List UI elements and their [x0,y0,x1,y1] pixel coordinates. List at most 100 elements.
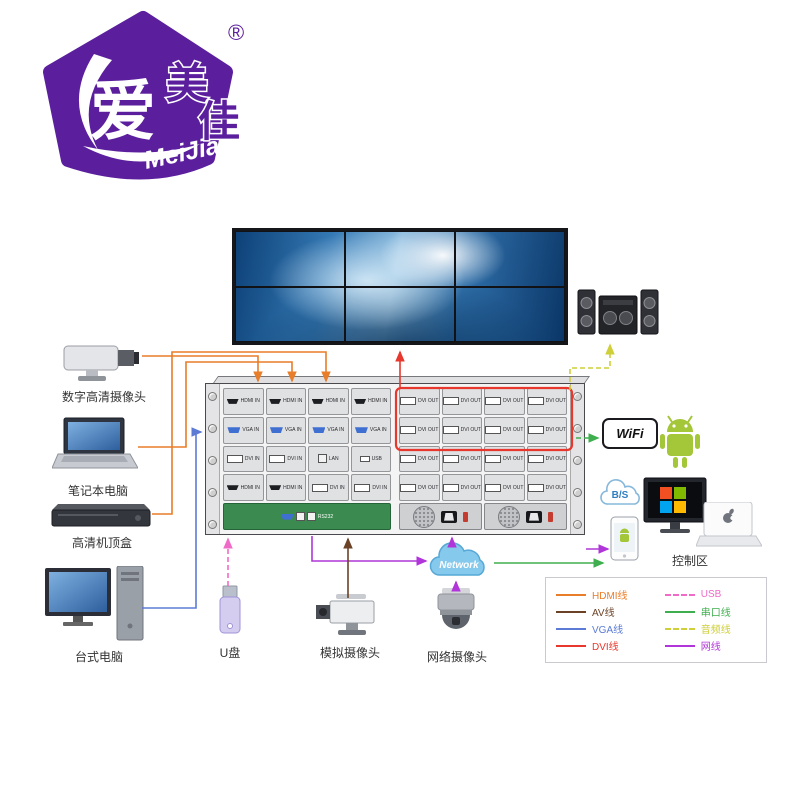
registered-mark: ® [228,20,244,45]
chassis-card-hdmi: HDMI IN [265,388,306,415]
legend-label: VGA线 [592,625,624,636]
logo-char-ai: 爱 [90,74,156,148]
apple-laptop-icon [696,502,762,547]
power-switch [548,511,553,522]
chassis-card-dvi: DVI OUT [441,416,482,444]
usb-port [359,455,370,462]
chassis-card-dvi: DVI OUT [399,445,440,473]
chassis-card-dvi: DVI OUT [484,388,525,415]
speaker-system [577,289,659,335]
wire-chassis-cloud [311,536,428,566]
screw [573,488,582,497]
dvi-port [269,454,286,463]
card-label: DVI OUT [460,484,481,491]
speaker-cone [619,311,633,325]
legend-item: 音频线 [664,620,756,637]
legend-label: USB [700,589,722,600]
dvi-port [485,454,502,463]
bs-cloud-label: B/S [612,490,629,501]
ms-logo-blue [660,501,672,513]
bs-cloud: B/S [600,478,640,505]
legend-item: VGA线 [556,620,653,637]
chassis-card-dvi: DVI OUT [526,445,567,473]
power-socket [441,510,457,523]
dvi-port [400,483,417,492]
legend-item: AV线 [556,603,653,620]
legend-label: 网线 [700,642,721,653]
control-area-label: 控制区 [671,554,708,568]
card-label: DVI IN [287,455,303,462]
chassis-card-hdmi: HDMI IN [265,474,306,502]
laptop-keyboard [61,456,128,462]
chassis-card-dvi: DVI OUT [526,416,567,444]
card-label: VGA IN [242,427,260,434]
screw [573,424,582,433]
speaker-slot [603,300,633,305]
video-wall [232,228,568,345]
dvi-port [527,397,544,406]
desktop-screen [49,572,107,612]
speaker-cone [603,311,617,325]
card-label: DVI OUT [460,427,481,434]
legend-label: HDMI线 [592,591,628,602]
wall-panel [345,286,455,342]
pc-tower [116,566,144,641]
chassis-card-dvi: DVI IN [350,474,391,502]
dvi-port [527,483,544,492]
chassis-card-vga: VGA IN [265,416,306,444]
lan-port [306,512,316,522]
card-label: LAN [328,455,339,462]
vga-port [227,427,241,434]
hdmi-port [269,398,282,404]
usb-drive-icon [219,585,241,634]
vga-port [354,427,368,434]
chassis-card-dvi: DVI IN [223,445,264,473]
wifi-badge: WiFi [602,418,658,449]
chassis-card-dvi: DVI OUT [441,445,482,473]
dvi-port [354,483,371,492]
card-label: DVI OUT [418,427,439,434]
chassis-card-dvi: DVI IN [308,474,349,502]
wall-panel [455,231,565,287]
card-label: DVI OUT [545,427,566,434]
dvi-port [442,426,459,435]
chassis-card-dvi: DVI OUT [484,416,525,444]
screw [208,520,217,529]
card-label: RS232 [317,513,334,520]
legend-label: DVI线 [592,642,619,653]
dvi-port [442,483,459,492]
legend-label: 音频线 [700,625,731,636]
brand-logo: 爱 美 佳 MeiJia ® [43,11,244,180]
legend-line-sample [556,610,586,613]
laptop-label: 笔记本电脑 [67,484,128,498]
hd-camera-icon [63,345,139,381]
dvi-port [485,426,502,435]
card-label: DVI OUT [545,398,566,405]
legend-line-sample [556,593,586,596]
legend-item: 网线 [664,637,756,654]
legend-label: 串口线 [700,608,731,619]
chassis-output-half [399,503,567,530]
chassis-card-lan: LAN [308,445,349,473]
dvi-port [400,397,417,406]
psu-fan [413,505,435,528]
chassis-card-vga: VGA IN [223,416,264,444]
camera-lens [118,350,134,366]
chassis-card-dvi: DVI OUT [526,474,567,502]
android-phone-icon [610,516,639,561]
power-switch [463,511,468,522]
dvi-port [527,454,544,463]
power-socket [526,510,542,523]
speaker-cone [643,315,656,327]
speaker-cone [580,315,593,327]
legend-line-sample [664,644,695,647]
speaker-cone [580,297,593,309]
lan-port [317,454,327,464]
card-label: DVI OUT [418,455,439,462]
analog-camera-label: 模拟摄像头 [319,646,380,660]
